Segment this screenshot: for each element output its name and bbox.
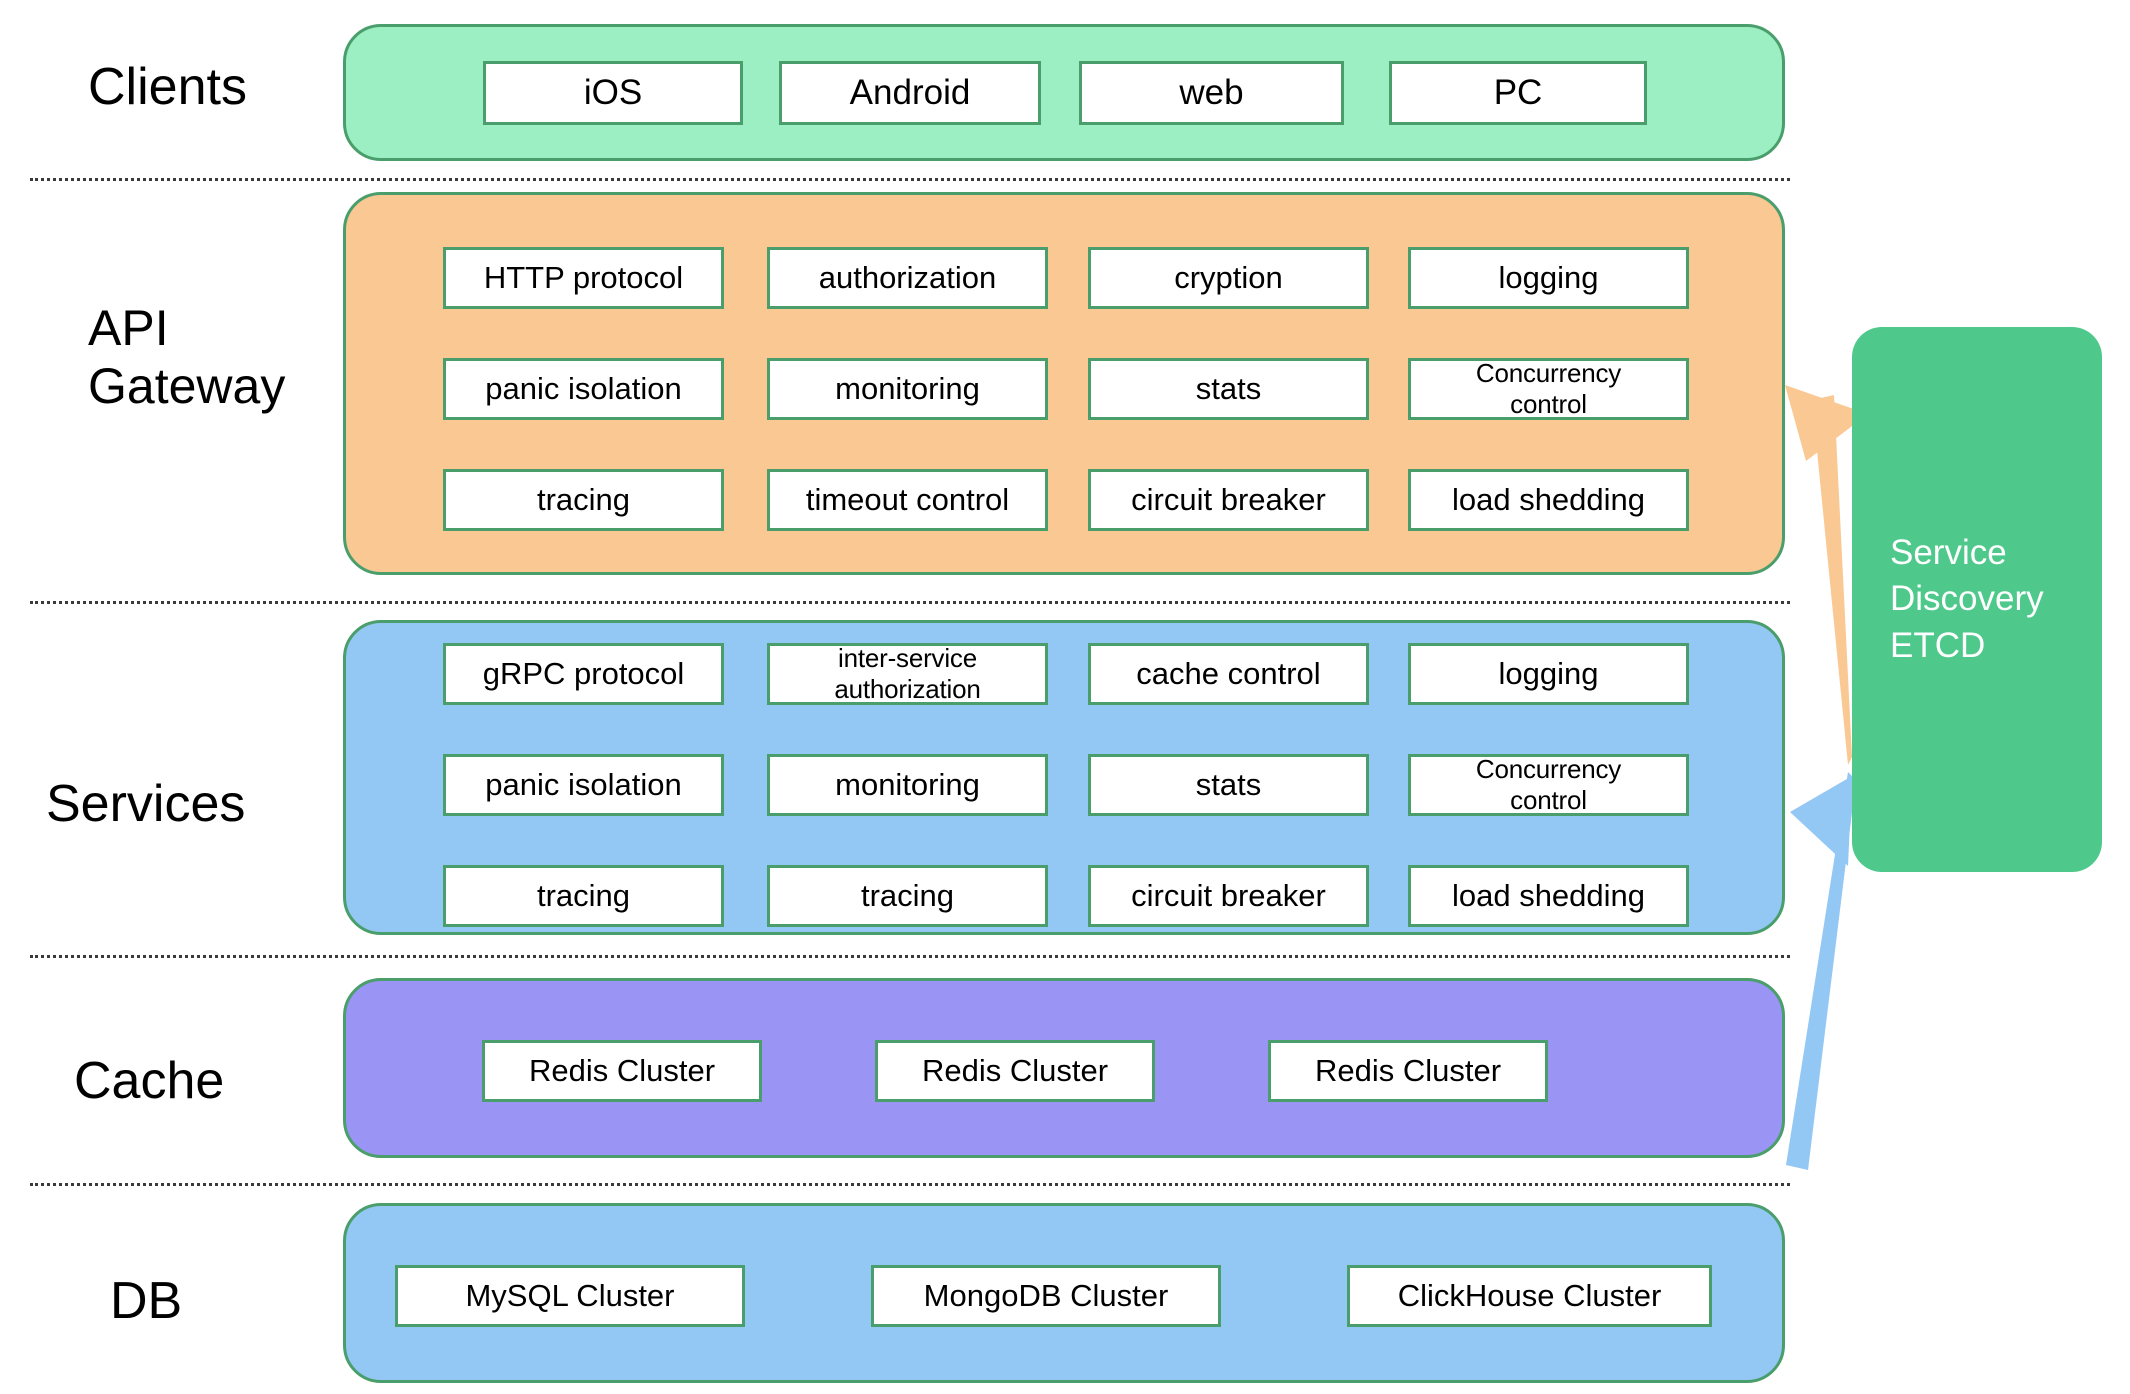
node-android[interactable]: Android — [779, 61, 1041, 125]
node-tracing-services-1[interactable]: tracing — [443, 865, 724, 927]
panel-clients: iOS Android web PC — [343, 24, 1785, 161]
node-authorization[interactable]: authorization — [767, 247, 1048, 309]
row-label-api-gateway: API Gateway — [88, 300, 286, 414]
node-tracing-services-2[interactable]: tracing — [767, 865, 1048, 927]
node-ios[interactable]: iOS — [483, 61, 743, 125]
etcd-service-discovery-box[interactable]: Service Discovery ETCD — [1852, 327, 2102, 872]
row-label-db: DB — [110, 1272, 183, 1330]
node-cache-control[interactable]: cache control — [1088, 643, 1369, 705]
node-redis-cluster-2[interactable]: Redis Cluster — [875, 1040, 1155, 1102]
row-label-clients: Clients — [88, 58, 247, 116]
node-tracing-gateway[interactable]: tracing — [443, 469, 724, 531]
row-label-cache: Cache — [74, 1052, 225, 1110]
node-redis-cluster-3[interactable]: Redis Cluster — [1268, 1040, 1548, 1102]
node-panic-isolation-services[interactable]: panic isolation — [443, 754, 724, 816]
node-inter-service-authorization[interactable]: inter-service authorization — [767, 643, 1048, 705]
node-mongodb-cluster[interactable]: MongoDB Cluster — [871, 1265, 1221, 1327]
separator-clients-gateway — [30, 178, 1790, 181]
arrow-services-to-etcd — [1786, 772, 1856, 1170]
node-timeout-control[interactable]: timeout control — [767, 469, 1048, 531]
row-label-services: Services — [46, 775, 246, 833]
node-circuit-breaker-gateway[interactable]: circuit breaker — [1088, 469, 1369, 531]
node-web[interactable]: web — [1079, 61, 1344, 125]
separator-cache-db — [30, 1183, 1790, 1186]
node-circuit-breaker-services[interactable]: circuit breaker — [1088, 865, 1369, 927]
panel-db: MySQL Cluster MongoDB Cluster ClickHouse… — [343, 1203, 1785, 1383]
node-load-shedding-gateway[interactable]: load shedding — [1408, 469, 1689, 531]
node-grpc-protocol[interactable]: gRPC protocol — [443, 643, 724, 705]
node-stats-gateway[interactable]: stats — [1088, 358, 1369, 420]
node-stats-services[interactable]: stats — [1088, 754, 1369, 816]
node-monitoring-gateway[interactable]: monitoring — [767, 358, 1048, 420]
node-redis-cluster-1[interactable]: Redis Cluster — [482, 1040, 762, 1102]
panel-cache: Redis Cluster Redis Cluster Redis Cluste… — [343, 978, 1785, 1158]
node-http-protocol[interactable]: HTTP protocol — [443, 247, 724, 309]
node-pc[interactable]: PC — [1389, 61, 1647, 125]
separator-gateway-services — [30, 601, 1790, 604]
node-load-shedding-services[interactable]: load shedding — [1408, 865, 1689, 927]
node-panic-isolation-gateway[interactable]: panic isolation — [443, 358, 724, 420]
node-concurrency-control-services[interactable]: Concurrency control — [1408, 754, 1689, 816]
node-clickhouse-cluster[interactable]: ClickHouse Cluster — [1347, 1265, 1712, 1327]
node-cryption[interactable]: cryption — [1088, 247, 1369, 309]
panel-services: gRPC protocol inter-service authorizatio… — [343, 620, 1785, 935]
panel-api-gateway: HTTP protocol authorization cryption log… — [343, 192, 1785, 575]
node-mysql-cluster[interactable]: MySQL Cluster — [395, 1265, 745, 1327]
node-concurrency-control-gateway[interactable]: Concurrency control — [1408, 358, 1689, 420]
node-monitoring-services[interactable]: monitoring — [767, 754, 1048, 816]
node-logging-gateway[interactable]: logging — [1408, 247, 1689, 309]
separator-services-cache — [30, 955, 1790, 958]
node-logging-services[interactable]: logging — [1408, 643, 1689, 705]
